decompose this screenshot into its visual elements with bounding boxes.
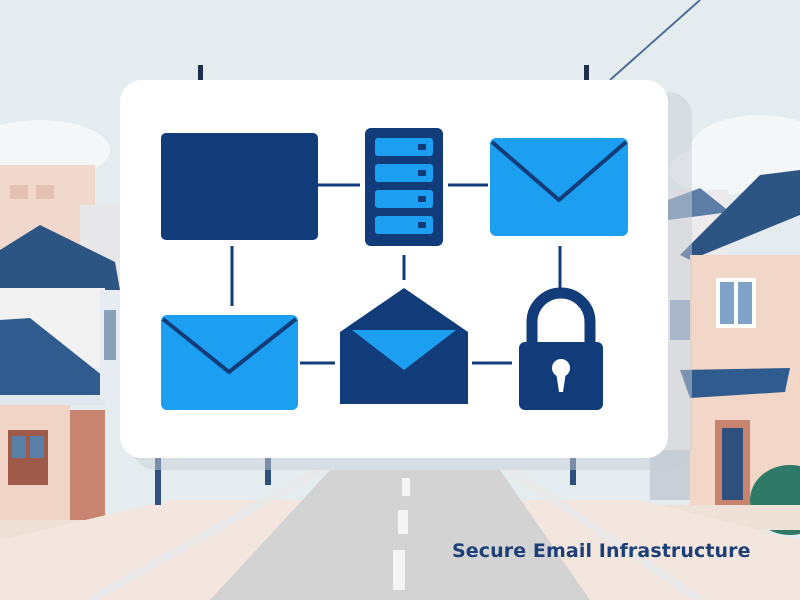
envelope-closed-icon [490, 138, 628, 236]
hanger-left [198, 65, 203, 83]
server-icon [365, 128, 443, 246]
connector-lines [230, 183, 562, 365]
lane-markings [393, 478, 410, 590]
hanger-right [584, 65, 589, 83]
road [210, 470, 590, 600]
envelope-open-icon [340, 288, 468, 404]
envelope-closed-icon-2 [161, 315, 298, 410]
caption-title: Secure Email Infrastructure [452, 540, 751, 562]
clouds [0, 115, 800, 195]
monitor-icon [161, 133, 318, 240]
padlock-icon [519, 287, 603, 410]
power-line [609, 0, 701, 81]
